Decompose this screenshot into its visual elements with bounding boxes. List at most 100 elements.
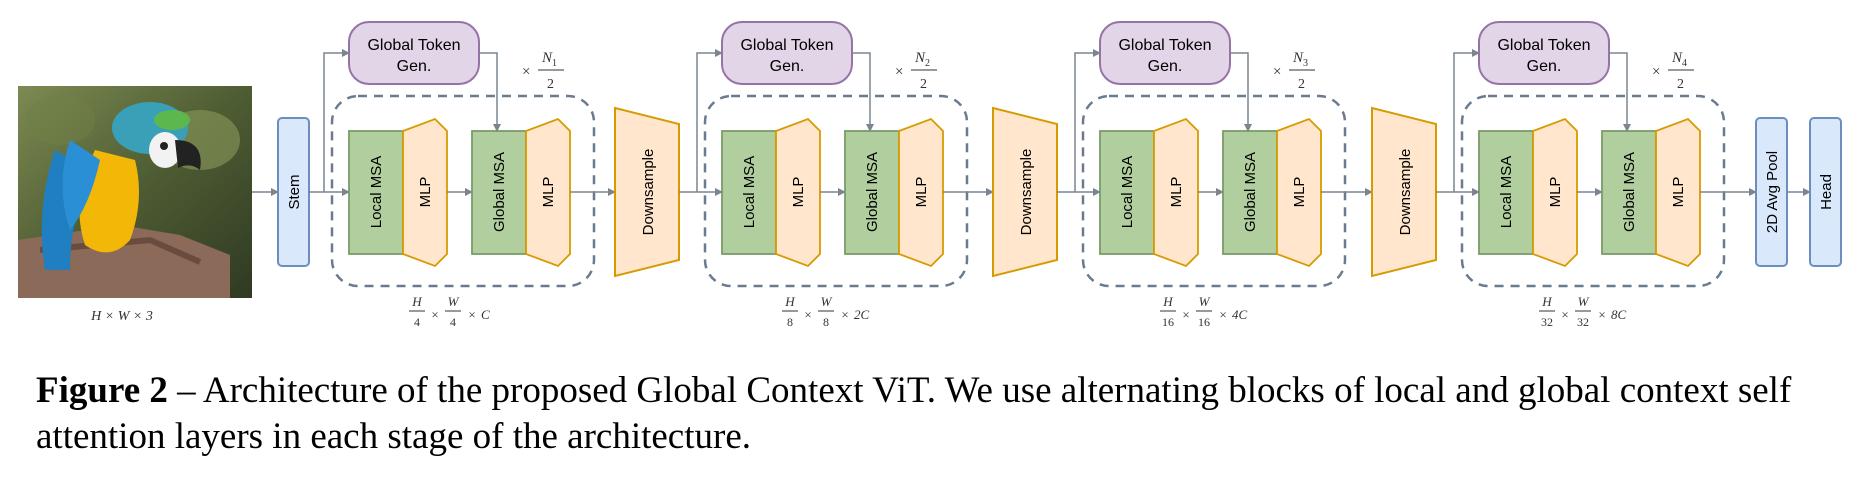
dim-w-numerator: W bbox=[1199, 294, 1211, 309]
global-token-gen-label-line2: Gen. bbox=[1527, 58, 1562, 75]
repeat-count-numerator: N2 bbox=[914, 50, 930, 69]
global-msa-label: Global MSA bbox=[1621, 152, 1638, 232]
dim-times-symbol: × bbox=[1598, 307, 1605, 322]
repeat-block-frame bbox=[330, 94, 596, 288]
repeat-count-denominator: 2 bbox=[1298, 77, 1305, 92]
dim-h-denominator: 8 bbox=[787, 315, 793, 329]
dim-times-symbol: × bbox=[1561, 307, 1568, 322]
head-block: Head bbox=[1809, 117, 1842, 267]
mlp-label: MLP bbox=[417, 177, 434, 208]
downsample-block: Downsample bbox=[614, 106, 723, 278]
dim-w-numerator: W bbox=[448, 294, 460, 309]
dim-h-numerator: H bbox=[1162, 294, 1173, 309]
stage-1: Local MSA MLP Global MSA MLP Global TokenGen… bbox=[323, 21, 616, 329]
mlp-block bbox=[525, 117, 571, 268]
repeat-times-symbol: × bbox=[1273, 64, 1281, 80]
mlp-block bbox=[1276, 117, 1322, 268]
local-msa-label: Local MSA bbox=[741, 156, 758, 229]
mlp-block bbox=[898, 117, 944, 268]
dim-channels: C bbox=[481, 307, 490, 322]
global-token-gen-label-line1: Global Token bbox=[367, 37, 460, 54]
repeat-block-frame bbox=[703, 94, 969, 288]
global-token-gen-label-line2: Gen. bbox=[1148, 58, 1183, 75]
dim-h-numerator: H bbox=[1541, 294, 1552, 309]
dim-h-denominator: 4 bbox=[414, 315, 420, 329]
repeat-count-subscript: 4 bbox=[1682, 58, 1687, 69]
avg-pool-label: 2D Avg Pool bbox=[1764, 151, 1781, 233]
repeat-block-frame bbox=[1460, 94, 1726, 288]
dim-channels: 8C bbox=[1611, 307, 1627, 322]
head-label: Head bbox=[1818, 174, 1835, 210]
mlp-label: MLP bbox=[1168, 177, 1185, 208]
global-token-gen-label-line2: Gen. bbox=[397, 58, 432, 75]
local-msa-label: Local MSA bbox=[1498, 156, 1515, 229]
mlp-label: MLP bbox=[540, 177, 557, 208]
dim-h-denominator: 16 bbox=[1162, 315, 1174, 329]
repeat-count-denominator: 2 bbox=[920, 77, 927, 92]
dim-h-numerator: H bbox=[784, 294, 795, 309]
input-dims-label: H × W × 3 bbox=[90, 309, 153, 324]
repeat-times-symbol: × bbox=[1652, 64, 1660, 80]
mlp-block bbox=[1153, 117, 1199, 268]
mlp-label: MLP bbox=[1670, 177, 1687, 208]
repeat-times-symbol: × bbox=[522, 64, 530, 80]
local-msa-block bbox=[721, 130, 777, 255]
repeat-count-subscript: 3 bbox=[1303, 58, 1308, 69]
local-msa-block bbox=[1478, 130, 1534, 255]
dim-w-denominator: 16 bbox=[1198, 315, 1210, 329]
mlp-block bbox=[1532, 117, 1578, 268]
mlp-label: MLP bbox=[790, 177, 807, 208]
mlp-block bbox=[402, 117, 448, 268]
dim-times-symbol: × bbox=[468, 307, 475, 322]
stem-label: Stem bbox=[286, 174, 303, 209]
global-msa-block bbox=[844, 130, 900, 255]
dim-h-numerator: H bbox=[411, 294, 422, 309]
dim-w-numerator: W bbox=[1578, 294, 1590, 309]
dim-times-symbol: × bbox=[841, 307, 848, 322]
dim-channels: 4C bbox=[1232, 307, 1248, 322]
global-token-gen-label-line1: Global Token bbox=[1497, 37, 1590, 54]
mlp-block bbox=[775, 117, 821, 268]
repeat-count-denominator: 2 bbox=[1677, 77, 1684, 92]
figure-caption-label: Figure 2 bbox=[36, 370, 168, 411]
downsample-label: Downsample bbox=[640, 149, 657, 236]
mlp-label: MLP bbox=[1291, 177, 1308, 208]
local-msa-block bbox=[1099, 130, 1155, 255]
stage-4: Local MSA MLP Global MSA MLP Global TokenGen… bbox=[1453, 21, 1757, 329]
local-msa-block bbox=[348, 130, 404, 255]
repeat-count-numerator: N1 bbox=[541, 50, 557, 69]
mlp-label: MLP bbox=[1547, 177, 1564, 208]
dim-w-denominator: 4 bbox=[450, 315, 456, 329]
local-msa-label: Local MSA bbox=[368, 156, 385, 229]
repeat-count-numerator: N3 bbox=[1292, 50, 1308, 69]
global-msa-label: Global MSA bbox=[491, 152, 508, 232]
local-msa-label: Local MSA bbox=[1119, 156, 1136, 229]
repeat-times-symbol: × bbox=[895, 64, 903, 80]
repeat-count-denominator: 2 bbox=[547, 77, 554, 92]
repeat-count-subscript: 2 bbox=[925, 58, 930, 69]
dim-times-symbol: × bbox=[804, 307, 811, 322]
repeat-count-subscript: 1 bbox=[552, 58, 557, 69]
downsample-block: Downsample bbox=[992, 106, 1101, 278]
input-image bbox=[18, 86, 252, 298]
figure-caption: Figure 2 – Architecture of the proposed … bbox=[36, 368, 1846, 460]
dim-channels: 2C bbox=[854, 307, 870, 322]
dim-times-symbol: × bbox=[1182, 307, 1189, 322]
global-token-gen-label-line1: Global Token bbox=[1118, 37, 1211, 54]
repeat-count-numerator: N4 bbox=[1671, 50, 1687, 69]
dim-w-denominator: 32 bbox=[1577, 315, 1589, 329]
global-token-gen-label-line2: Gen. bbox=[770, 58, 805, 75]
downsample-label: Downsample bbox=[1018, 149, 1035, 236]
dim-w-denominator: 8 bbox=[823, 315, 829, 329]
figure-caption-text: – Architecture of the proposed Global Co… bbox=[36, 370, 1792, 457]
global-msa-label: Global MSA bbox=[864, 152, 881, 232]
repeat-block-frame bbox=[1081, 94, 1347, 288]
dim-w-numerator: W bbox=[821, 294, 833, 309]
mlp-label: MLP bbox=[913, 177, 930, 208]
downsample-block: Downsample bbox=[1371, 106, 1480, 278]
global-token-gen-label-line1: Global Token bbox=[740, 37, 833, 54]
stem-block: Stem bbox=[277, 117, 310, 267]
dim-h-denominator: 32 bbox=[1541, 315, 1553, 329]
